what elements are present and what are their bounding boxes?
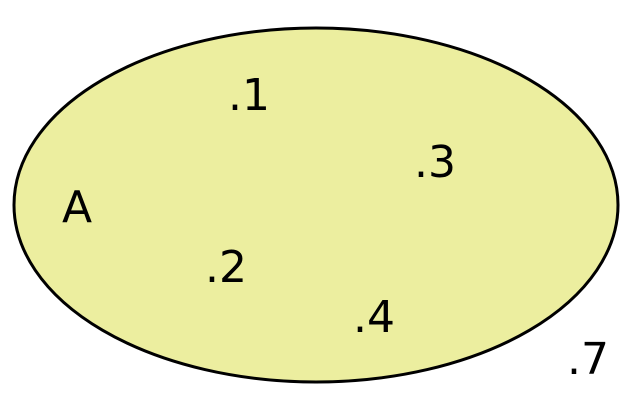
element-inside-4: .4 xyxy=(353,292,395,343)
set-a-ellipse xyxy=(12,26,620,384)
element-inside-1: .1 xyxy=(228,70,270,121)
set-a-label: A xyxy=(62,182,92,233)
element-inside-3: .3 xyxy=(414,137,456,188)
element-outside-7: .7 xyxy=(567,334,609,385)
element-inside-2: .2 xyxy=(205,242,247,293)
